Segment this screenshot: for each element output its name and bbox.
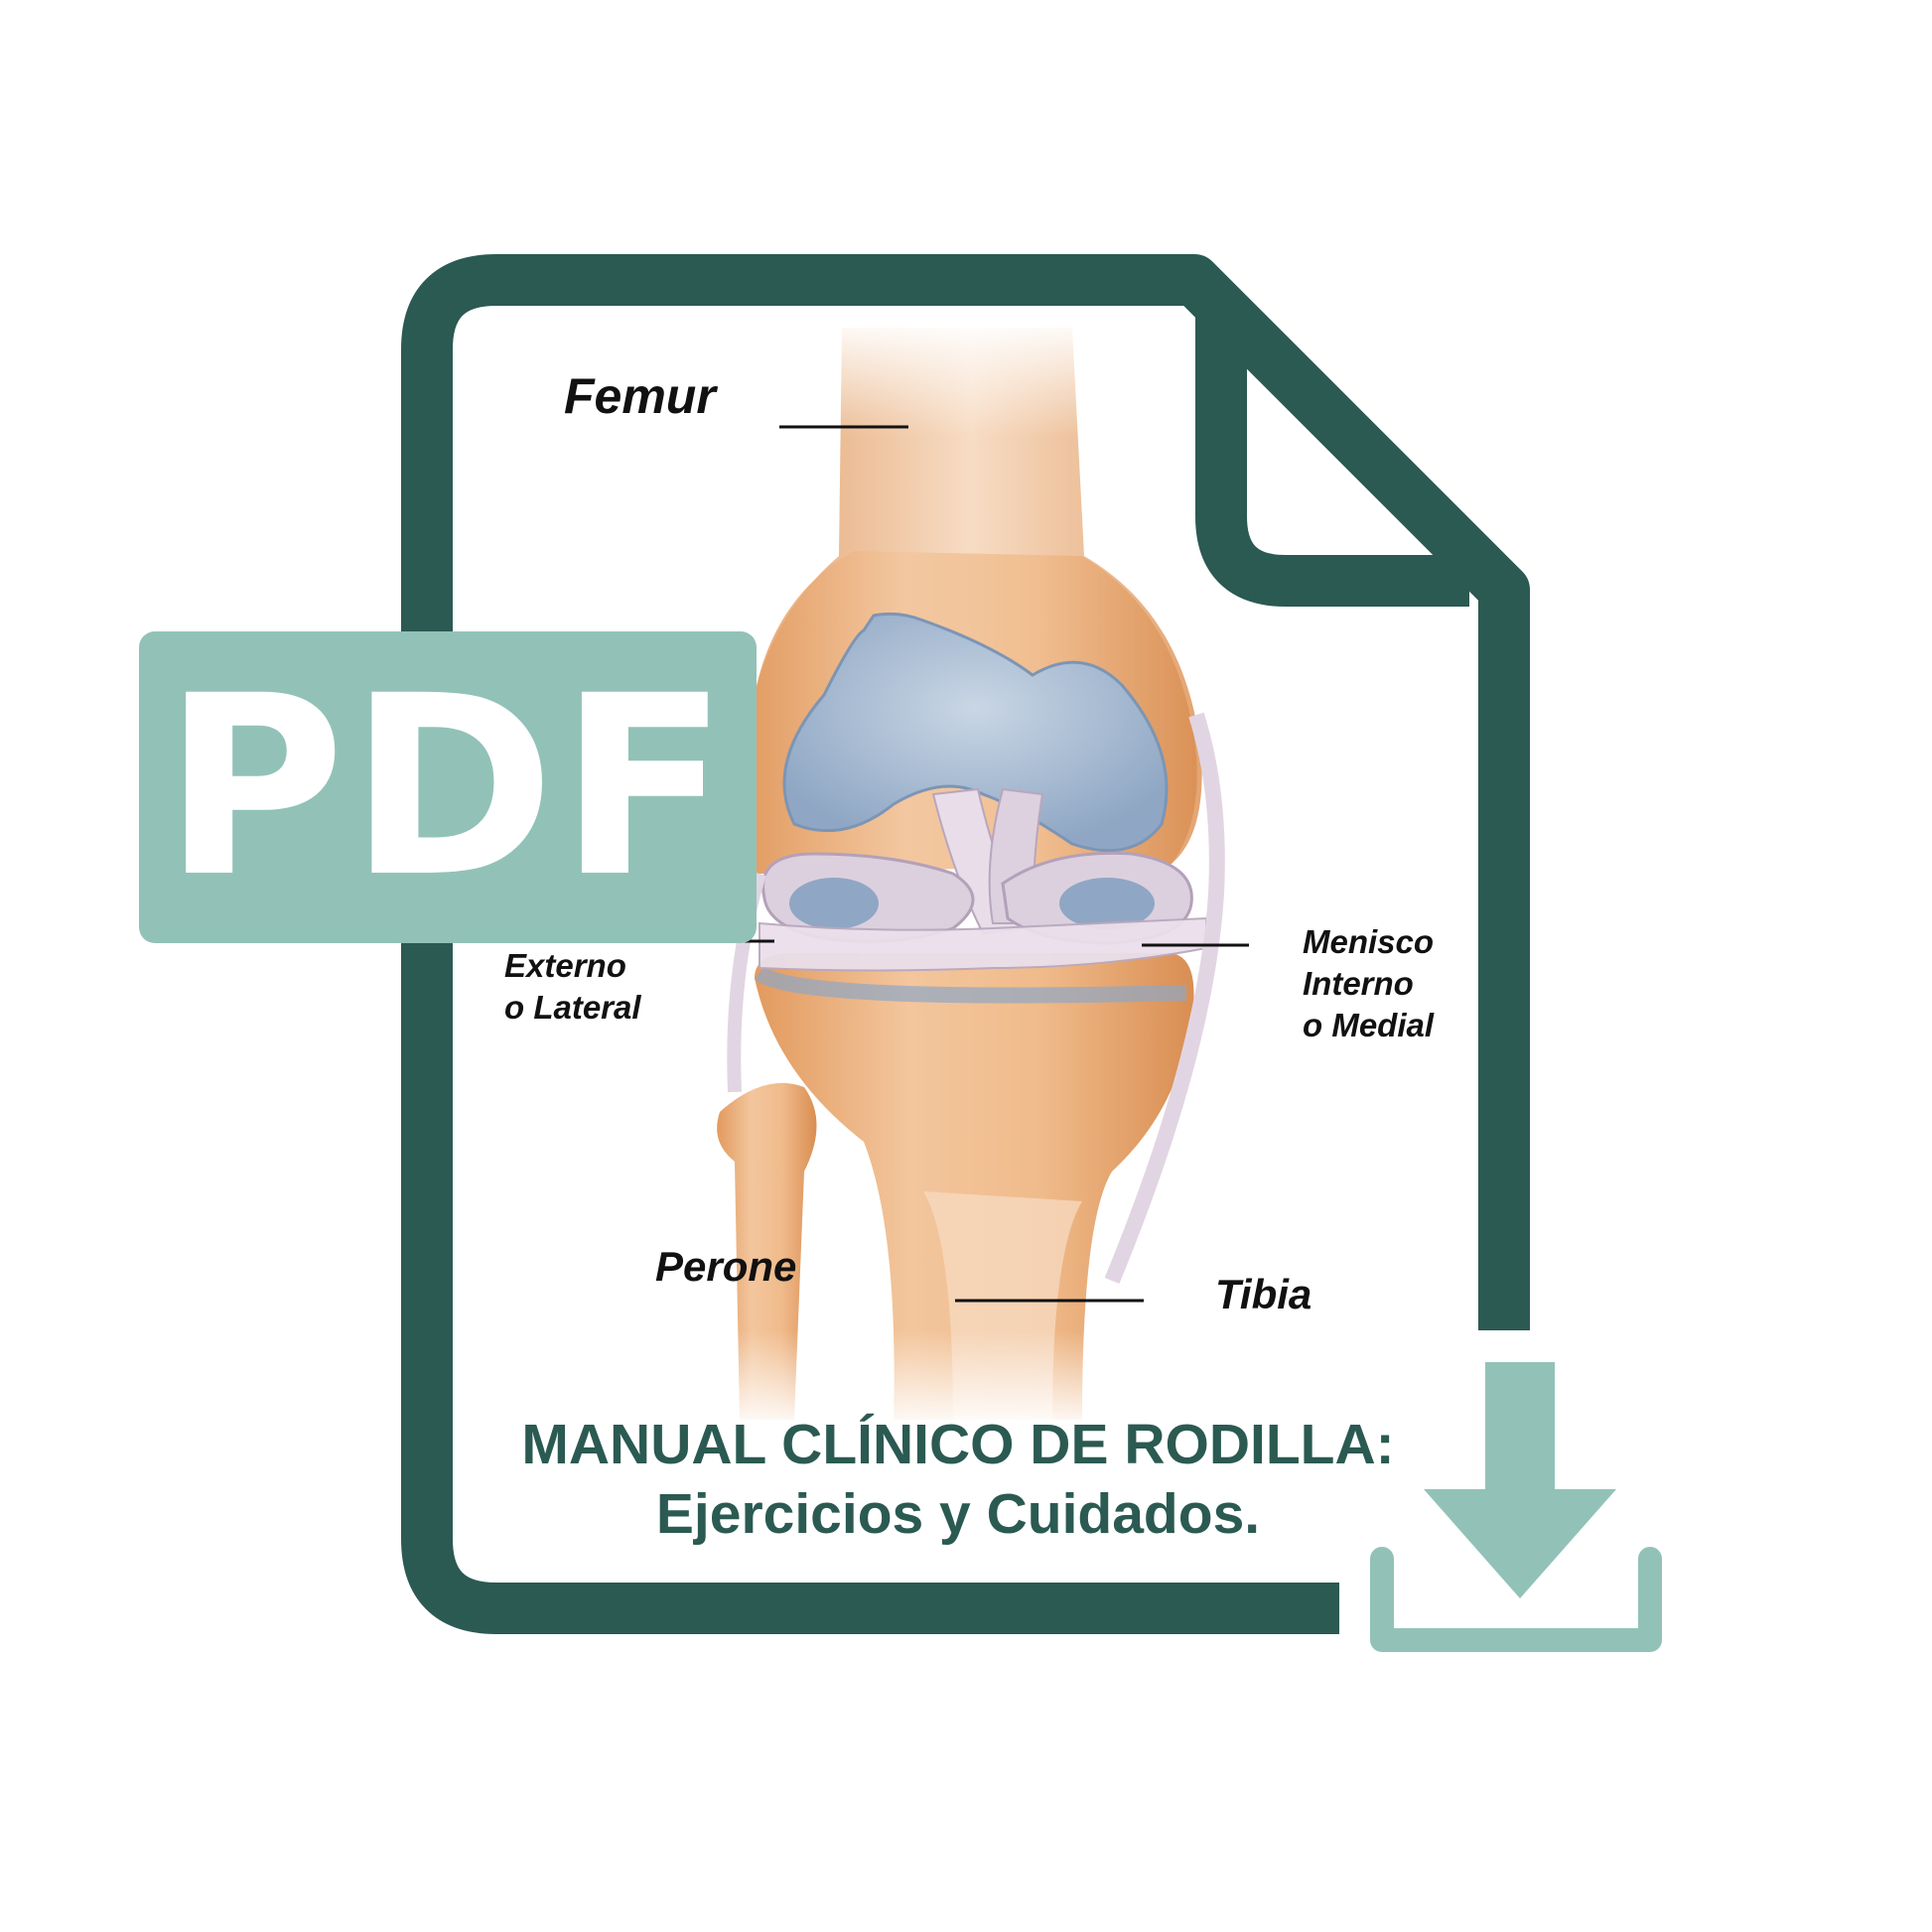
- document-title-line-2: Ejercicios y Cuidados.: [655, 1482, 1261, 1546]
- label-femur: Femur: [564, 368, 716, 424]
- pdf-badge: [139, 631, 757, 943]
- knee-joint: [695, 318, 1225, 1430]
- femoral-cartilage: [782, 612, 1169, 853]
- label-menisco-interno-line-2: Interno: [1303, 965, 1414, 1002]
- pdf-badge-text: PDF: [163, 642, 733, 931]
- label-menisco-externo-line-1: Externo: [504, 947, 626, 984]
- label-menisco-interno: Menisco Interno o Medial: [1303, 921, 1434, 1046]
- label-tibia: Tibia: [1215, 1271, 1312, 1317]
- document-title: MANUAL CLÍNICO DE RODILLA: Ejercicios y …: [437, 1410, 1479, 1549]
- label-menisco-externo-line-2: o Lateral: [504, 989, 641, 1026]
- label-menisco-interno-line-3: o Medial: [1303, 1007, 1435, 1043]
- label-leader-lines: [745, 425, 1249, 1303]
- label-perone: Perone: [655, 1243, 797, 1290]
- label-menisco-interno-line-1: Menisco: [1303, 923, 1435, 960]
- document-title-line-1: MANUAL CLÍNICO DE RODILLA:: [521, 1413, 1395, 1476]
- download-arrow-icon[interactable]: [1370, 1360, 1668, 1658]
- tibia-bone: [755, 953, 1194, 1420]
- label-menisco-externo: Externo o Lateral: [504, 945, 641, 1029]
